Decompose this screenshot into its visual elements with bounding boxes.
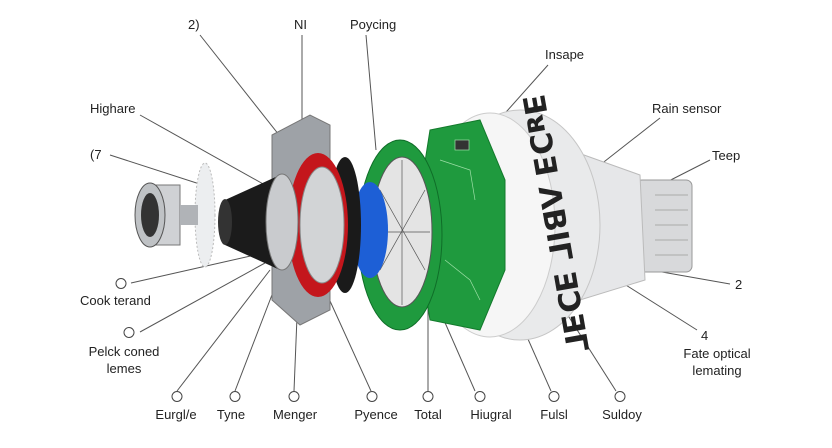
label-cook-terand: Cook terand (80, 293, 151, 308)
red-ring (288, 153, 348, 297)
callout-marker (229, 391, 241, 402)
callout-marker (171, 391, 183, 402)
label-7: (7 (90, 147, 102, 162)
sensor-ring (357, 139, 443, 331)
callout-marker (614, 391, 626, 402)
callout-marker (366, 391, 378, 402)
label-teep: Teep (712, 148, 741, 163)
callout-marker (548, 391, 560, 402)
blue-disc (352, 182, 388, 278)
label-pyence: Pyence (354, 407, 398, 422)
label-suldoy: Suldoy (602, 407, 642, 422)
callout-marker (288, 391, 300, 402)
callout-marker (422, 391, 434, 402)
cone (218, 173, 299, 271)
label-poycing: Poycing (350, 17, 397, 32)
callout-marker (115, 278, 127, 289)
label-menger: Menger (272, 407, 318, 422)
label-highare: Highare (90, 101, 136, 116)
callout-marker (123, 327, 135, 338)
bearing (134, 182, 198, 248)
label-insape: Insape (545, 47, 585, 62)
label-eurgle: Eurgl/e (155, 407, 197, 422)
label-4: 4 (701, 328, 709, 343)
label-fulsl: Fulsl (540, 407, 568, 422)
label-ni: NI (294, 17, 307, 32)
label-2: 2 (735, 277, 743, 292)
label-hiugral: Hiugral (470, 407, 512, 422)
label-top-2: 2) (188, 17, 200, 32)
label-tyne: Tyne (216, 407, 246, 422)
callout-marker (474, 391, 486, 402)
label-rain-sensor: Rain sensor (652, 101, 722, 116)
label-total: Total (414, 407, 442, 422)
